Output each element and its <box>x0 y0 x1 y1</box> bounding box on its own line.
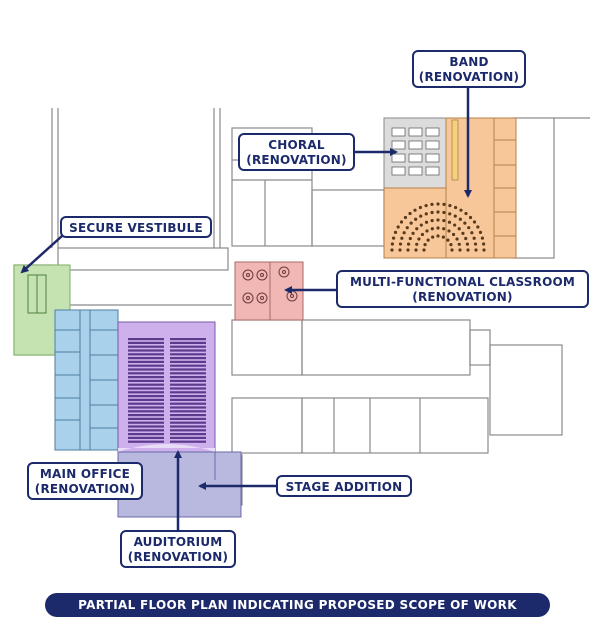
auditorium-label: AUDITORIUM (RENOVATION) <box>120 530 236 568</box>
secure-vestibule-label-line1: SECURE VESTIBULE <box>69 221 203 235</box>
choral-label: CHORAL (RENOVATION) <box>238 133 355 171</box>
callout-arrows <box>20 88 472 530</box>
secure-vestibule-label: SECURE VESTIBULE <box>60 216 212 238</box>
auditorium-seating <box>128 338 206 443</box>
multi-functional-classroom-label: MULTI-FUNCTIONAL CLASSROOM (RENOVATION) <box>336 270 589 308</box>
multi-functional-classroom-label-line1: MULTI-FUNCTIONAL CLASSROOM <box>349 275 576 289</box>
main-office-label-line2: (RENOVATION) <box>34 482 136 496</box>
stage-addition-label: STAGE ADDITION <box>276 475 412 497</box>
building-walls <box>13 108 590 506</box>
auditorium-label-line2: (RENOVATION) <box>127 550 229 564</box>
arrow-icon <box>20 235 63 274</box>
band-label: BAND (RENOVATION) <box>412 50 526 88</box>
classroom-tables <box>242 266 298 304</box>
band-label-line2: (RENOVATION) <box>418 70 520 84</box>
auditorium-label-line1: AUDITORIUM <box>133 535 223 549</box>
main-office-rooms <box>55 310 118 450</box>
band-seating <box>390 202 486 252</box>
choral-label-line1: CHORAL <box>268 138 325 152</box>
plan-caption: PARTIAL FLOOR PLAN INDICATING PROPOSED S… <box>45 593 550 617</box>
choral-risers <box>391 127 440 176</box>
auditorium-area <box>117 321 216 453</box>
main-office-label: MAIN OFFICE (RENOVATION) <box>27 462 143 500</box>
band-label-line1: BAND <box>449 55 489 69</box>
stage-addition-label-line1: STAGE ADDITION <box>285 480 403 494</box>
choral-label-line2: (RENOVATION) <box>246 153 347 167</box>
main-office-label-line1: MAIN OFFICE <box>39 467 131 481</box>
multi-functional-classroom-label-line2: (RENOVATION) <box>412 290 513 304</box>
